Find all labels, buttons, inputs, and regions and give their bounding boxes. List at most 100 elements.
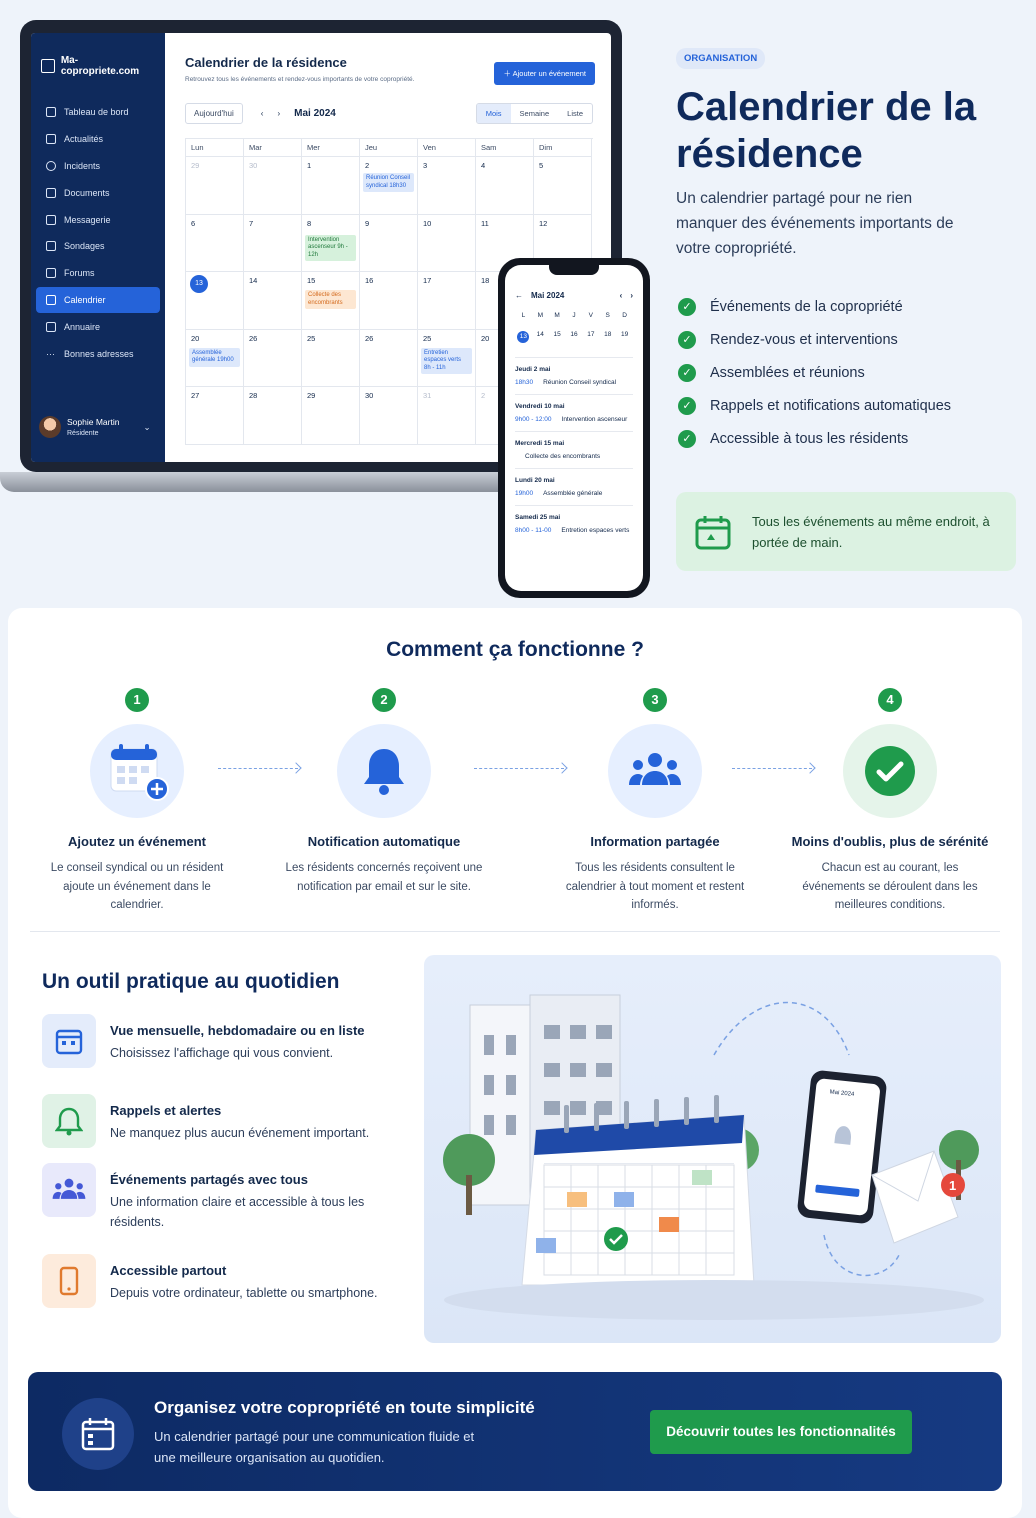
banner-text: Un calendrier partagé pour une communica… [154, 1429, 475, 1465]
day-number: 11 [481, 218, 489, 228]
residence-illustration: Mai 2024 1 [443, 994, 984, 1320]
calendar-day[interactable]: 31 [418, 387, 476, 445]
feature-desc: Choisissez l'affichage qui vous convient… [110, 1046, 334, 1060]
next-month-icon[interactable]: › [277, 109, 281, 118]
phone-day-number: 15 [553, 331, 561, 338]
sidebar-item-news[interactable]: Actualités [36, 126, 160, 153]
view-switcher: Mois Semaine Liste [475, 103, 593, 124]
chevron-down-icon[interactable]: ⌄ [143, 421, 151, 432]
sidebar-item-polls[interactable]: Sondages [36, 233, 160, 260]
calendar-day[interactable]: 16 [360, 272, 418, 330]
sidebar-item-documents[interactable]: Documents [36, 179, 160, 206]
calendar-day[interactable]: 10 [418, 214, 476, 272]
calendar-day[interactable]: 13 [186, 272, 244, 330]
brand[interactable]: Ma-copropriete.com [31, 55, 165, 99]
calendar-day[interactable]: 17 [418, 272, 476, 330]
calendar-event[interactable]: Intervention ascenseur 9h - 12h [305, 234, 356, 261]
illu-phone-month: Mai 2024 [829, 1089, 855, 1098]
sidebar-item-incidents[interactable]: Incidents [36, 153, 160, 180]
sidebar-item-dashboard[interactable]: Tableau de bord [36, 99, 160, 126]
check-icon: ✓ [678, 363, 696, 382]
add-event-button[interactable]: ＋ Ajouter un événement [494, 62, 595, 85]
view-week[interactable]: Semaine [519, 109, 550, 118]
today-button[interactable]: Aujourd'hui [185, 103, 243, 124]
calendar-day[interactable]: 30 [244, 157, 302, 215]
next-icon[interactable]: › [630, 291, 633, 300]
step-text: Le conseil syndical ou un résident ajout… [50, 862, 224, 911]
prev-month-icon[interactable]: ‹ [260, 109, 264, 118]
feature-desc: Depuis votre ordinateur, tablette ou sma… [110, 1286, 378, 1300]
prev-icon[interactable]: ‹ [619, 291, 623, 300]
phone-day[interactable]: 13 [515, 331, 532, 343]
phone-day-number: 14 [536, 331, 544, 338]
phone-day[interactable]: 17 [582, 331, 599, 343]
calendar-event[interactable]: Collecte des encombrants [305, 290, 356, 309]
event-label: Intervention ascenseur [561, 416, 628, 423]
calendar-day[interactable]: 28 [244, 387, 302, 445]
day-number: 3 [423, 161, 428, 170]
day-number: 14 [249, 276, 258, 285]
user-icon [46, 160, 56, 171]
add-event-label: Ajouter un événement [512, 69, 586, 78]
calendar-event[interactable]: Réunion Conseil syndical 18h30 [363, 173, 414, 192]
calendar-icon [695, 515, 731, 549]
phone-day[interactable]: 16 [566, 331, 583, 343]
phone-day[interactable]: 14 [532, 331, 549, 343]
feature-desc: Ne manquez plus aucun événement importan… [110, 1126, 370, 1140]
sidebar-item-addresses[interactable]: ···Bonnes adresses [36, 340, 160, 367]
phone-day[interactable]: 15 [549, 331, 566, 343]
calendar-day[interactable]: 6 [186, 214, 244, 272]
arrow-right-icon [732, 768, 812, 769]
calendar-day[interactable]: 1 [302, 157, 360, 215]
calendar-day[interactable]: 25 [302, 329, 360, 387]
phone-day[interactable]: 18 [599, 331, 616, 343]
phone-weekday: J [572, 312, 576, 319]
calendar-day[interactable]: 30 [360, 387, 418, 445]
phone-day[interactable]: 19 [616, 331, 633, 343]
step-3: 3 Information partagée Tous les résident… [550, 688, 760, 915]
calendar-day[interactable]: 29 [186, 157, 244, 215]
highlight-text: Tous les événements au même endroit, à p… [752, 513, 990, 550]
sidebar-item-forums[interactable]: Forums [36, 260, 160, 287]
step-number: 2 [372, 688, 396, 712]
check-icon: ✓ [678, 396, 696, 415]
day-number: 4 [481, 161, 486, 170]
calendar-event[interactable]: Entretien espaces verts 8h - 11h [421, 347, 472, 374]
calendar-day[interactable]: 26 [360, 329, 418, 387]
calendar-day[interactable]: 9 [360, 214, 418, 272]
calendar-day[interactable]: 5 [534, 157, 592, 215]
user-name: Sophie Martin [67, 417, 120, 427]
sidebar-item-calendar[interactable]: Calendrier [36, 286, 160, 314]
calendar-day[interactable]: 14 [244, 272, 302, 330]
calendar-day[interactable]: 26 [244, 329, 302, 387]
feature-title: Rappels et alertes [110, 1103, 222, 1118]
discover-features-button[interactable]: Découvrir toutes les fonctionnalités [650, 1410, 912, 1454]
calendar-event[interactable]: Assemblée générale 19h00 [189, 347, 240, 367]
sidebar-item-directory[interactable]: Annuaire [36, 313, 160, 340]
view-list[interactable]: Liste [567, 109, 583, 118]
back-arrow-icon[interactable]: ← [515, 291, 523, 300]
calendar-day[interactable]: 7 [244, 214, 302, 272]
sidebar-item-messages[interactable]: Messagerie [36, 206, 160, 233]
highlight-box: Tous les événements au même endroit, à p… [676, 492, 1016, 571]
feature-title: Événements partagés avec tous [110, 1172, 308, 1187]
view-month[interactable]: Mois [476, 104, 511, 123]
calendar-day[interactable]: 4 [476, 157, 534, 215]
calendar-day[interactable]: 3 [418, 157, 476, 215]
day-number: 2 [481, 391, 486, 400]
calendar-day[interactable]: 27 [186, 387, 244, 445]
calendar-day[interactable]: 29 [302, 387, 360, 445]
